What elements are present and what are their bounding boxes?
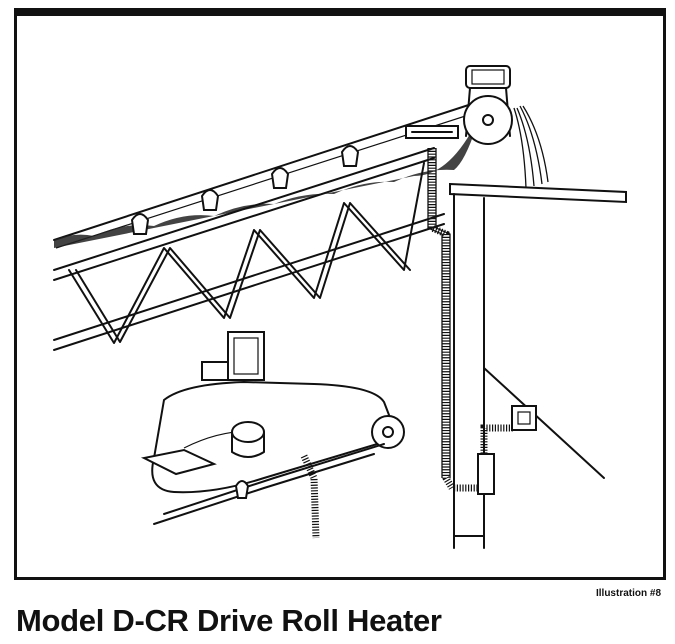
discharge-stream [513,105,549,189]
illustration-frame [14,8,666,580]
illustration-number: Illustration #8 [595,588,661,599]
inset-detail [140,331,405,539]
head-pulley [405,65,513,145]
figure-caption: Model D-CR Drive Roll Heater [16,603,442,638]
heater-unit-right [454,405,537,495]
building-structure [449,182,627,549]
conveyor-truss [53,99,485,351]
bulk-material [54,100,484,248]
conveyor-diagram [53,65,627,549]
idler-brackets [130,145,360,235]
heater-duct [427,148,456,490]
